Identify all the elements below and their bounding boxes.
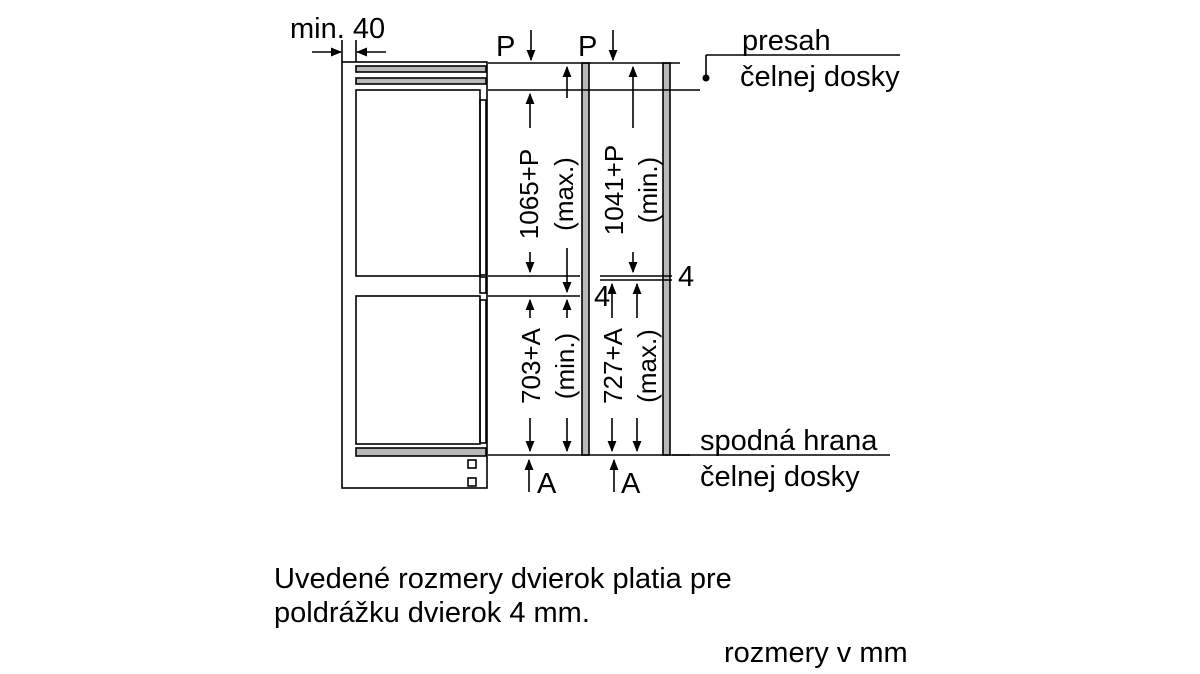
door-gap-note-line1: Uvedené rozmery dvierok platia pre — [274, 563, 732, 595]
bottom-offset-symbol-left: A — [537, 468, 557, 500]
p-arrows — [526, 30, 618, 62]
lower-door-max-value: 727+A — [598, 327, 628, 404]
a-arrows — [524, 458, 619, 492]
units-note: rozmery v mm — [724, 637, 908, 669]
door-gap-note-line2: poldrážku dvierok 4 mm. — [274, 597, 590, 629]
appliance-side-view — [341, 61, 488, 489]
dimension-arrows — [525, 65, 642, 453]
reference-lines — [488, 54, 900, 456]
lower-door-min-qualifier: (min.) — [550, 333, 580, 399]
gap-label-right: 4 — [678, 261, 694, 293]
upper-door-max-value: 1065+P — [514, 149, 544, 239]
fridge-body-upper — [355, 89, 481, 277]
lower-door-max-qualifier: (max.) — [632, 329, 662, 403]
bottom-plinth — [355, 447, 487, 457]
door-front-max — [581, 62, 590, 456]
cabinet-outline — [341, 61, 488, 489]
presah-leader-dot — [702, 74, 710, 82]
upper-door-min-qualifier: (min.) — [633, 157, 663, 223]
gap-label-left: 4 — [594, 281, 610, 313]
top-panel-lower — [355, 77, 487, 85]
min-gap-dimension — [312, 40, 386, 62]
min-gap-label: min. 40 — [290, 13, 385, 45]
bottom-edge-label-line1: spodná hrana — [700, 425, 878, 457]
middle-hinge — [479, 276, 487, 294]
foot-lower — [467, 477, 477, 487]
overlap-symbol-left: P — [496, 31, 515, 63]
upper-hinge — [479, 99, 487, 276]
bottom-offset-symbol-right: A — [621, 468, 641, 500]
upper-door-max-qualifier: (max.) — [549, 157, 579, 231]
lower-hinge — [479, 299, 487, 444]
overlap-symbol-right: P — [578, 31, 597, 63]
bottom-edge-label-line2: čelnej dosky — [700, 461, 860, 493]
top-panel-upper — [355, 65, 487, 73]
fridge-body-lower — [355, 295, 481, 445]
foot-upper — [467, 459, 477, 469]
top-edge-label-line1: presah — [742, 25, 831, 57]
upper-door-min-value: 1041+P — [599, 145, 629, 235]
lower-door-min-value: 703+A — [516, 327, 546, 404]
door-front-min — [662, 62, 671, 456]
top-edge-label-line2: čelnej dosky — [740, 61, 900, 93]
